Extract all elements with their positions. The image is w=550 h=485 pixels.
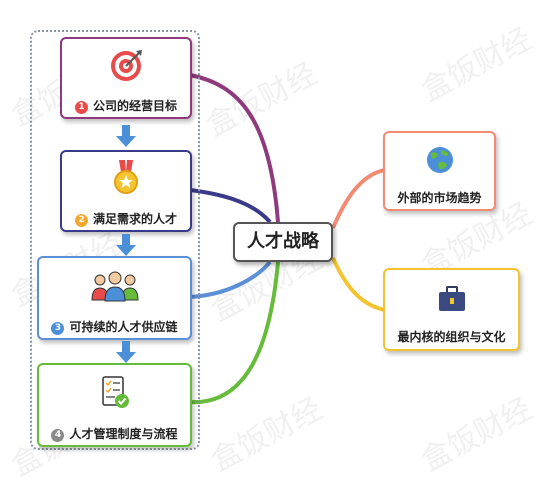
node-external-market-trend[interactable]: 外部的市场趋势	[383, 131, 496, 211]
down-arrow-icon	[116, 341, 136, 363]
node-label: 可持续的人才供应链	[69, 320, 178, 334]
people-icon	[90, 271, 139, 302]
medal-icon	[114, 160, 138, 194]
step-number: 4	[51, 429, 65, 442]
step-number: 1	[74, 101, 88, 114]
down-arrow-icon	[116, 234, 136, 256]
link-goal	[189, 73, 280, 223]
node-core-organization-culture[interactable]: 最内核的组织与文化	[383, 268, 520, 351]
node-label: 满足需求的人才	[92, 212, 177, 226]
step-number: 3	[51, 322, 65, 335]
node-label: 人才管理制度与流程	[69, 427, 178, 441]
node-company-goal[interactable]: 1 公司的经营目标	[60, 37, 192, 119]
left-group-frame	[30, 30, 200, 450]
central-topic[interactable]: 人才战略	[233, 222, 333, 262]
checklist-icon	[101, 376, 129, 408]
globe-icon	[426, 147, 453, 173]
down-arrow-icon	[116, 125, 136, 147]
node-label: 公司的经营目标	[92, 99, 177, 113]
link-market	[331, 168, 386, 229]
step-number: 2	[74, 214, 88, 227]
node-talent-supply-chain[interactable]: 3 可持续的人才供应链	[37, 256, 192, 340]
link-culture	[331, 257, 386, 312]
target-icon	[111, 50, 142, 81]
node-label: 最内核的组织与文化	[397, 330, 506, 344]
link-supply	[189, 260, 272, 299]
briefcase-icon	[438, 286, 465, 311]
link-process	[189, 261, 280, 405]
link-talent	[189, 188, 272, 224]
node-required-talent[interactable]: 2 满足需求的人才	[60, 150, 192, 232]
node-label: 外部的市场趋势	[397, 191, 482, 205]
node-talent-management-process[interactable]: 4 人才管理制度与流程	[37, 363, 192, 447]
